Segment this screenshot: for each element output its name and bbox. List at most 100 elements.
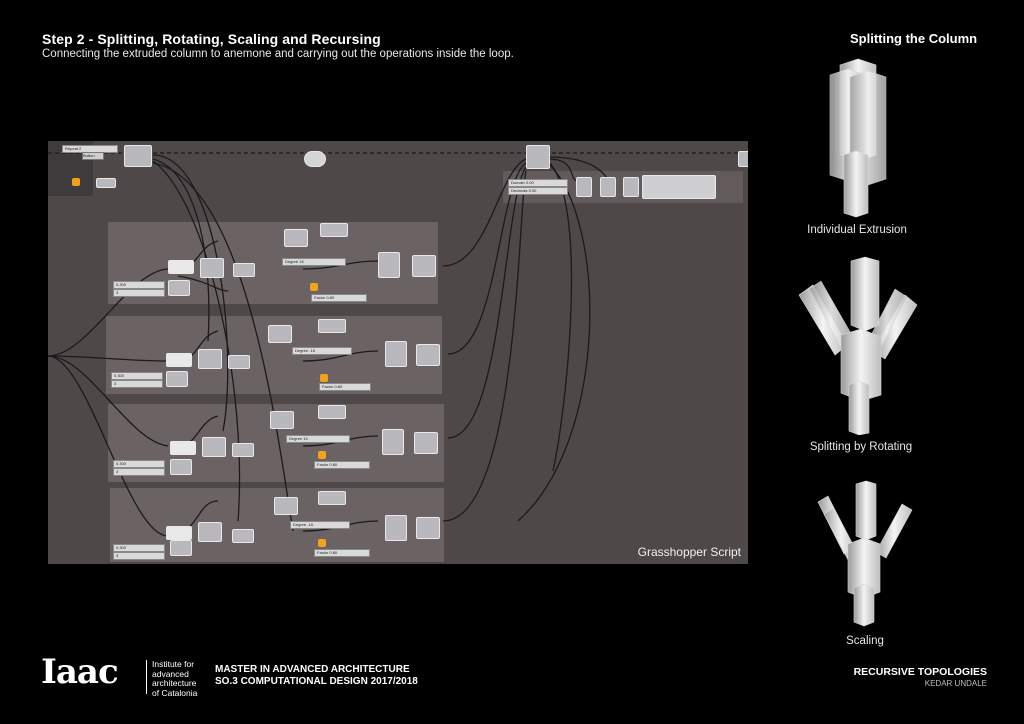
institute-line-2: advanced: [152, 668, 189, 679]
page-title: Step 2 - Splitting, Rotating, Scaling an…: [42, 31, 381, 47]
repeat-value: 2: [79, 146, 82, 151]
g4-plane-node[interactable]: [274, 497, 298, 515]
institute-name: Institute for advanced architecture of C…: [152, 659, 198, 698]
g3-transform-node[interactable]: [382, 429, 404, 455]
g2-panel-node[interactable]: [166, 353, 192, 367]
g4-a-slider[interactable]: 0.300: [113, 544, 165, 552]
g1-vector-node[interactable]: [320, 223, 348, 237]
g4-b-value: 3: [116, 553, 119, 558]
g3-degree-label: Degree: [289, 436, 303, 441]
g4-factor-slider[interactable]: Factor 0.80: [314, 549, 370, 557]
anemone-loop-start-node[interactable]: [124, 145, 152, 167]
g3-a-value: 0.300: [116, 461, 127, 466]
g1-degree-slider[interactable]: Degree 15: [282, 258, 346, 266]
g4-point-icon[interactable]: [318, 539, 326, 547]
caption-individual-extrusion: Individual Extrusion: [807, 224, 907, 236]
g3-a-slider[interactable]: 0.300: [113, 460, 165, 468]
g3-random-node[interactable]: [170, 459, 192, 475]
program-info: MASTER IN ADVANCED ARCHITECTURE SO.3 COM…: [215, 664, 418, 688]
g2-random-node[interactable]: [166, 371, 188, 387]
g2-factor-label: Factor: [322, 384, 334, 389]
g1-panel-node[interactable]: [168, 260, 194, 274]
g1-scale-node[interactable]: [412, 255, 436, 277]
g2-rotate-node[interactable]: [228, 355, 250, 369]
program-name: MASTER IN ADVANCED ARCHITECTURE: [215, 664, 410, 675]
g4-rotate-node[interactable]: [232, 529, 254, 543]
sidebar-title: Splitting the Column: [850, 31, 978, 46]
g3-plane-node[interactable]: [270, 411, 294, 429]
decimals-slider[interactable]: Decimals 0.00: [508, 187, 568, 195]
g4-degree-label: Degree: [293, 522, 307, 527]
g3-degree-slider[interactable]: Degree 15: [286, 435, 350, 443]
institute-line-4: of Catalonia: [152, 687, 198, 698]
g1-a-value: 0.300: [116, 282, 127, 287]
g3-factor-value: 0.80: [329, 462, 338, 467]
g2-degree-value: -15: [309, 348, 316, 353]
g1-transform-node[interactable]: [378, 252, 400, 278]
caption-scaling: Scaling: [846, 635, 884, 647]
anemone-loop-end-node[interactable]: [526, 145, 550, 169]
anemone-loop-node[interactable]: [304, 151, 326, 167]
g3-scale-node[interactable]: [414, 432, 438, 454]
g3-panel-node[interactable]: [170, 441, 196, 455]
logo-divider: [146, 660, 147, 694]
grasshopper-canvas[interactable]: Repeat 2 Button Domain 0.00 Decimals 0.0…: [48, 141, 748, 564]
g2-vector-node[interactable]: [318, 319, 346, 333]
g1-rotate-node[interactable]: [233, 263, 255, 277]
g4-random-node[interactable]: [170, 540, 192, 556]
g4-degree-value: -15: [307, 522, 314, 527]
scaling-render: [817, 480, 913, 627]
g2-plane-node[interactable]: [268, 325, 292, 343]
graph-mapper-node[interactable]: [600, 177, 616, 197]
extrude-node[interactable]: [96, 178, 116, 188]
g3-b-slider[interactable]: 3: [113, 468, 165, 476]
g3-point-icon[interactable]: [318, 451, 326, 459]
g4-list-item-node[interactable]: [198, 522, 222, 542]
g1-factor-slider[interactable]: Factor 0.80: [311, 294, 367, 302]
g4-factor-label: Factor: [317, 550, 329, 555]
g4-scale-node[interactable]: [416, 517, 440, 539]
button-node[interactable]: Button: [82, 152, 104, 160]
g4-degree-slider[interactable]: Degree -15: [290, 521, 350, 529]
g2-list-item-node[interactable]: [198, 349, 222, 369]
g1-b-slider[interactable]: 3: [113, 289, 165, 297]
splitting-by-rotating-render: [798, 256, 918, 435]
g2-point-icon[interactable]: [320, 374, 328, 382]
decimals-value: 0.00: [528, 188, 537, 193]
domain-value: 0.00: [525, 180, 534, 185]
g4-factor-value: 0.80: [329, 550, 338, 555]
g1-plane-node[interactable]: [284, 229, 308, 247]
g3-vector-node[interactable]: [318, 405, 346, 419]
g2-a-value: 0.300: [114, 373, 125, 378]
boolean-toggle-icon[interactable]: [72, 178, 80, 186]
g4-vector-node[interactable]: [318, 491, 346, 505]
series-node[interactable]: [576, 177, 592, 197]
g1-a-slider[interactable]: 0.300: [113, 281, 165, 289]
g3-list-item-node[interactable]: [202, 437, 226, 457]
g4-b-slider[interactable]: 3: [113, 552, 165, 560]
g3-factor-label: Factor: [317, 462, 329, 467]
g1-list-item-node[interactable]: [200, 258, 224, 278]
canvas-label: Grasshopper Script: [637, 545, 741, 559]
individual-extrusion-render: [829, 58, 887, 218]
g3-rotate-node[interactable]: [232, 443, 254, 457]
page-subtitle: Connecting the extruded column to anemon…: [42, 48, 514, 60]
g2-transform-node[interactable]: [385, 341, 407, 367]
g4-panel-node[interactable]: [166, 526, 192, 540]
remap-node[interactable]: [623, 177, 639, 197]
g4-transform-node[interactable]: [385, 515, 407, 541]
g3-factor-slider[interactable]: Factor 0.80: [314, 461, 370, 469]
domain-slider[interactable]: Domain 0.00: [508, 179, 568, 187]
repeat-label: Repeat: [65, 146, 78, 151]
g2-factor-slider[interactable]: Factor 0.80: [319, 383, 371, 391]
iaac-logo: Iaac: [41, 652, 119, 692]
g1-random-node[interactable]: [168, 280, 190, 296]
g2-a-slider[interactable]: 0.300: [111, 372, 163, 380]
g2-degree-slider[interactable]: Degree -15: [292, 347, 352, 355]
g1-factor-label: Factor: [314, 295, 326, 300]
g2-b-slider[interactable]: 3: [111, 380, 163, 388]
g2-scale-node[interactable]: [416, 344, 440, 366]
g1-point-icon[interactable]: [310, 283, 318, 291]
gradient-preview-node[interactable]: [642, 175, 716, 199]
output-node[interactable]: [738, 151, 748, 167]
